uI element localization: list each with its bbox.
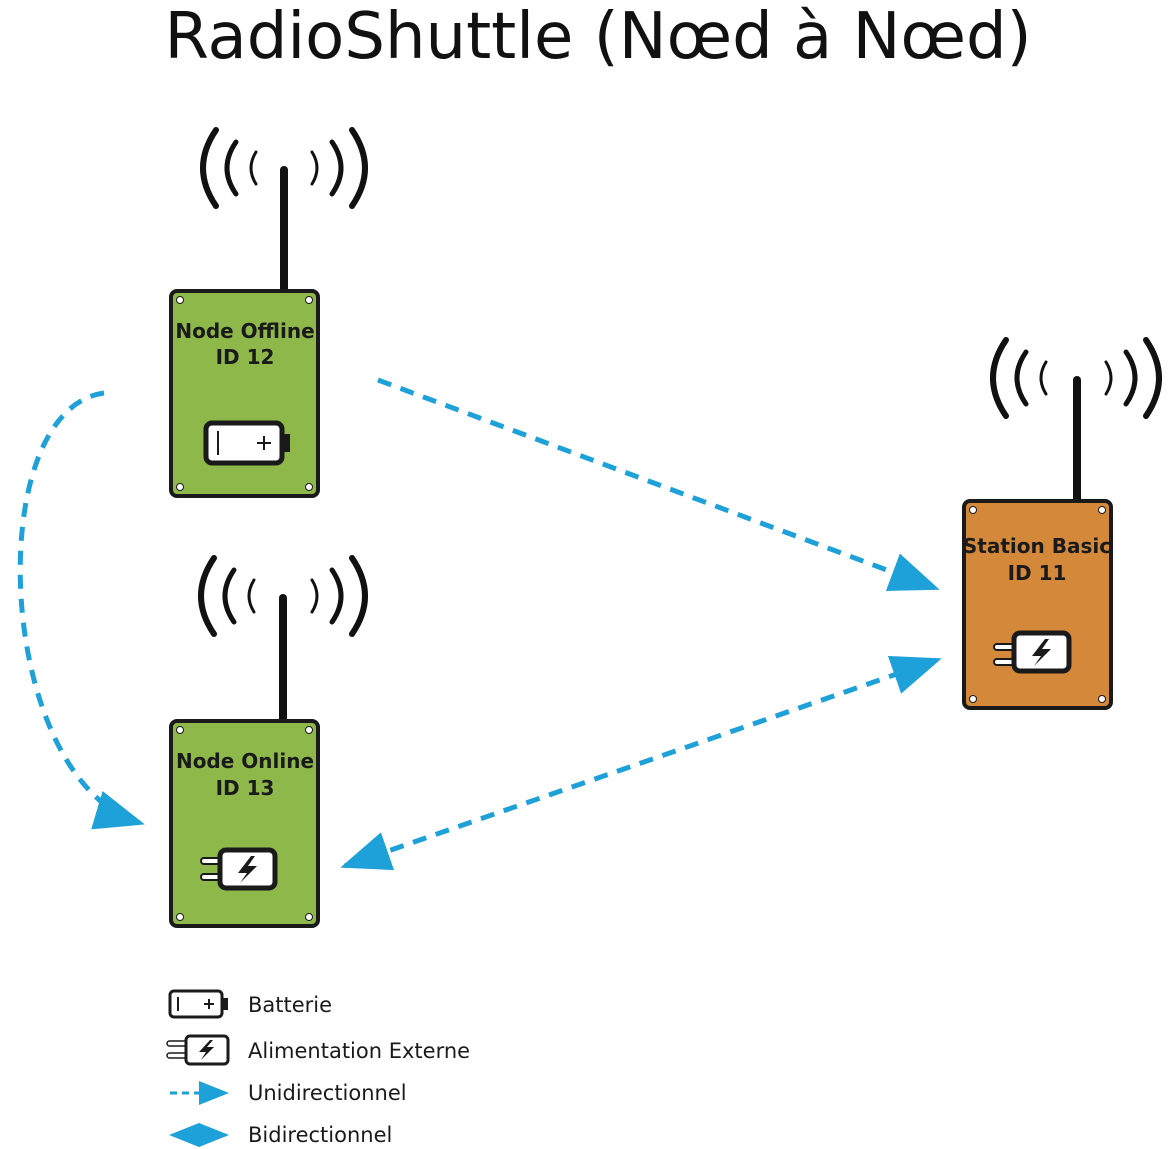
- node-offline: Node Offline ID 12: [169, 127, 368, 498]
- node-online: Node Online ID 13: [169, 555, 368, 928]
- node-name: Node Online: [176, 749, 314, 773]
- legend-battery-label: Batterie: [248, 993, 332, 1017]
- station-name: Station Basic: [963, 534, 1111, 558]
- radio-waves-icon: [200, 127, 368, 209]
- legend-bidirectional: Bidirectionnel: [169, 1123, 392, 1147]
- legend-battery: Batterie: [168, 989, 332, 1019]
- battery-icon: [203, 420, 290, 466]
- station-basic: Station Basic ID 11: [962, 337, 1162, 710]
- station-id: ID 11: [1008, 561, 1067, 585]
- radio-waves-icon: [990, 337, 1162, 419]
- legend-unidirectional: Unidirectionnel: [170, 1081, 407, 1105]
- arrow-online-station-bidirectional: [340, 655, 942, 871]
- arrow-offline-to-station: [377, 377, 940, 591]
- legend-unidirectional-label: Unidirectionnel: [248, 1081, 407, 1105]
- legend: Batterie Alimentation Externe Unidirecti…: [166, 989, 470, 1147]
- battery-icon: [168, 989, 228, 1019]
- station-box: [962, 499, 1113, 710]
- node-id: ID 13: [216, 776, 275, 800]
- legend-external-power: Alimentation Externe: [166, 1034, 470, 1066]
- node-name: Node Offline: [175, 319, 314, 343]
- plug-icon: [200, 847, 278, 891]
- legend-external-label: Alimentation Externe: [248, 1039, 470, 1063]
- page-title: RadioShuttle (Nœd à Nœd): [164, 0, 1031, 74]
- node-id: ID 12: [216, 345, 275, 369]
- legend-bidirectional-label: Bidirectionnel: [248, 1123, 392, 1147]
- radio-waves-icon: [198, 555, 368, 637]
- plug-icon: [993, 630, 1072, 674]
- plug-icon: [166, 1034, 230, 1066]
- arrow-offline-to-online: [17, 390, 145, 830]
